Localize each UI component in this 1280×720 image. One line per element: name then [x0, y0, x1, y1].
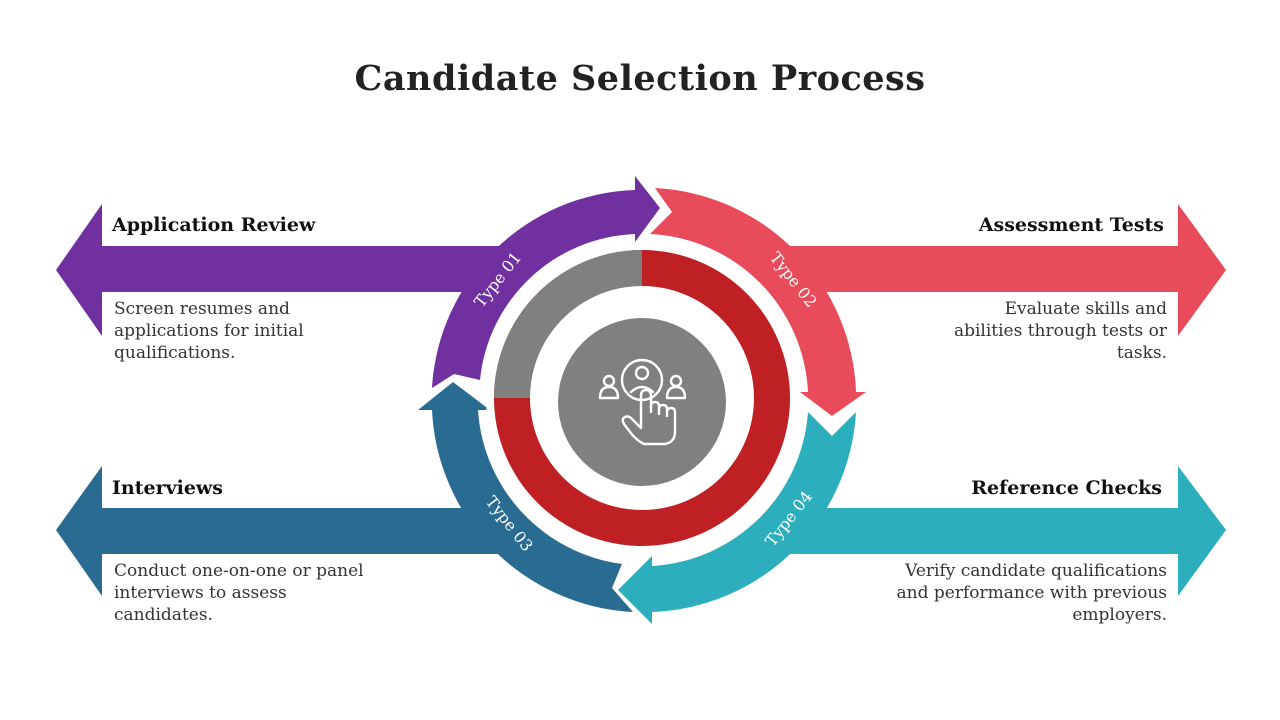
ring-segment-type-04: [618, 412, 856, 624]
step-title-interviews: Interviews: [112, 477, 223, 499]
step-title-reference-checks: Reference Checks: [971, 477, 1162, 499]
step-title-application-review: Application Review: [112, 214, 316, 236]
arrow-assessment-tests: [780, 204, 1226, 336]
ring-segment-type-01: [432, 176, 660, 388]
ring-segment-type-03: [418, 382, 633, 612]
ring-segment-type-02: [650, 188, 866, 416]
step-desc-interviews: Conduct one-on-one or panel interviews t…: [114, 561, 364, 625]
user-selection-hand-icon: [598, 358, 687, 446]
step-title-assessment-tests: Assessment Tests: [978, 214, 1164, 236]
arrow-reference-checks: [780, 466, 1226, 596]
arrow-interviews: [56, 466, 500, 596]
step-desc-assessment-tests: Evaluate skills and abilities through te…: [953, 299, 1167, 363]
page-title: Candidate Selection Process: [354, 58, 926, 99]
step-desc-application-review: Screen resumes and applications for init…: [114, 299, 304, 363]
step-desc-reference-checks: Verify candidate qualifications and perf…: [896, 561, 1167, 625]
arrow-application-review: [56, 204, 500, 336]
